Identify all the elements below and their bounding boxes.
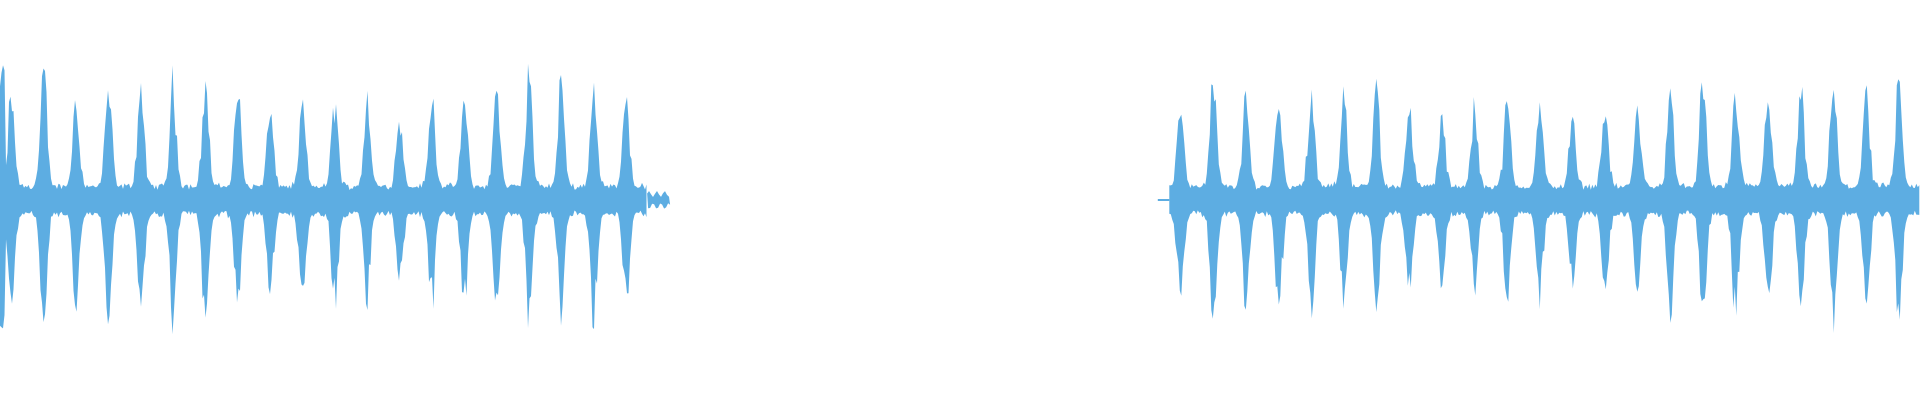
waveform-clip-2-lead-in xyxy=(1157,199,1170,201)
waveform-clip-1-tail xyxy=(647,191,671,209)
waveform-clip-1 xyxy=(0,63,647,335)
waveform-clip-2 xyxy=(1169,78,1920,333)
waveform-segments xyxy=(0,63,1920,335)
